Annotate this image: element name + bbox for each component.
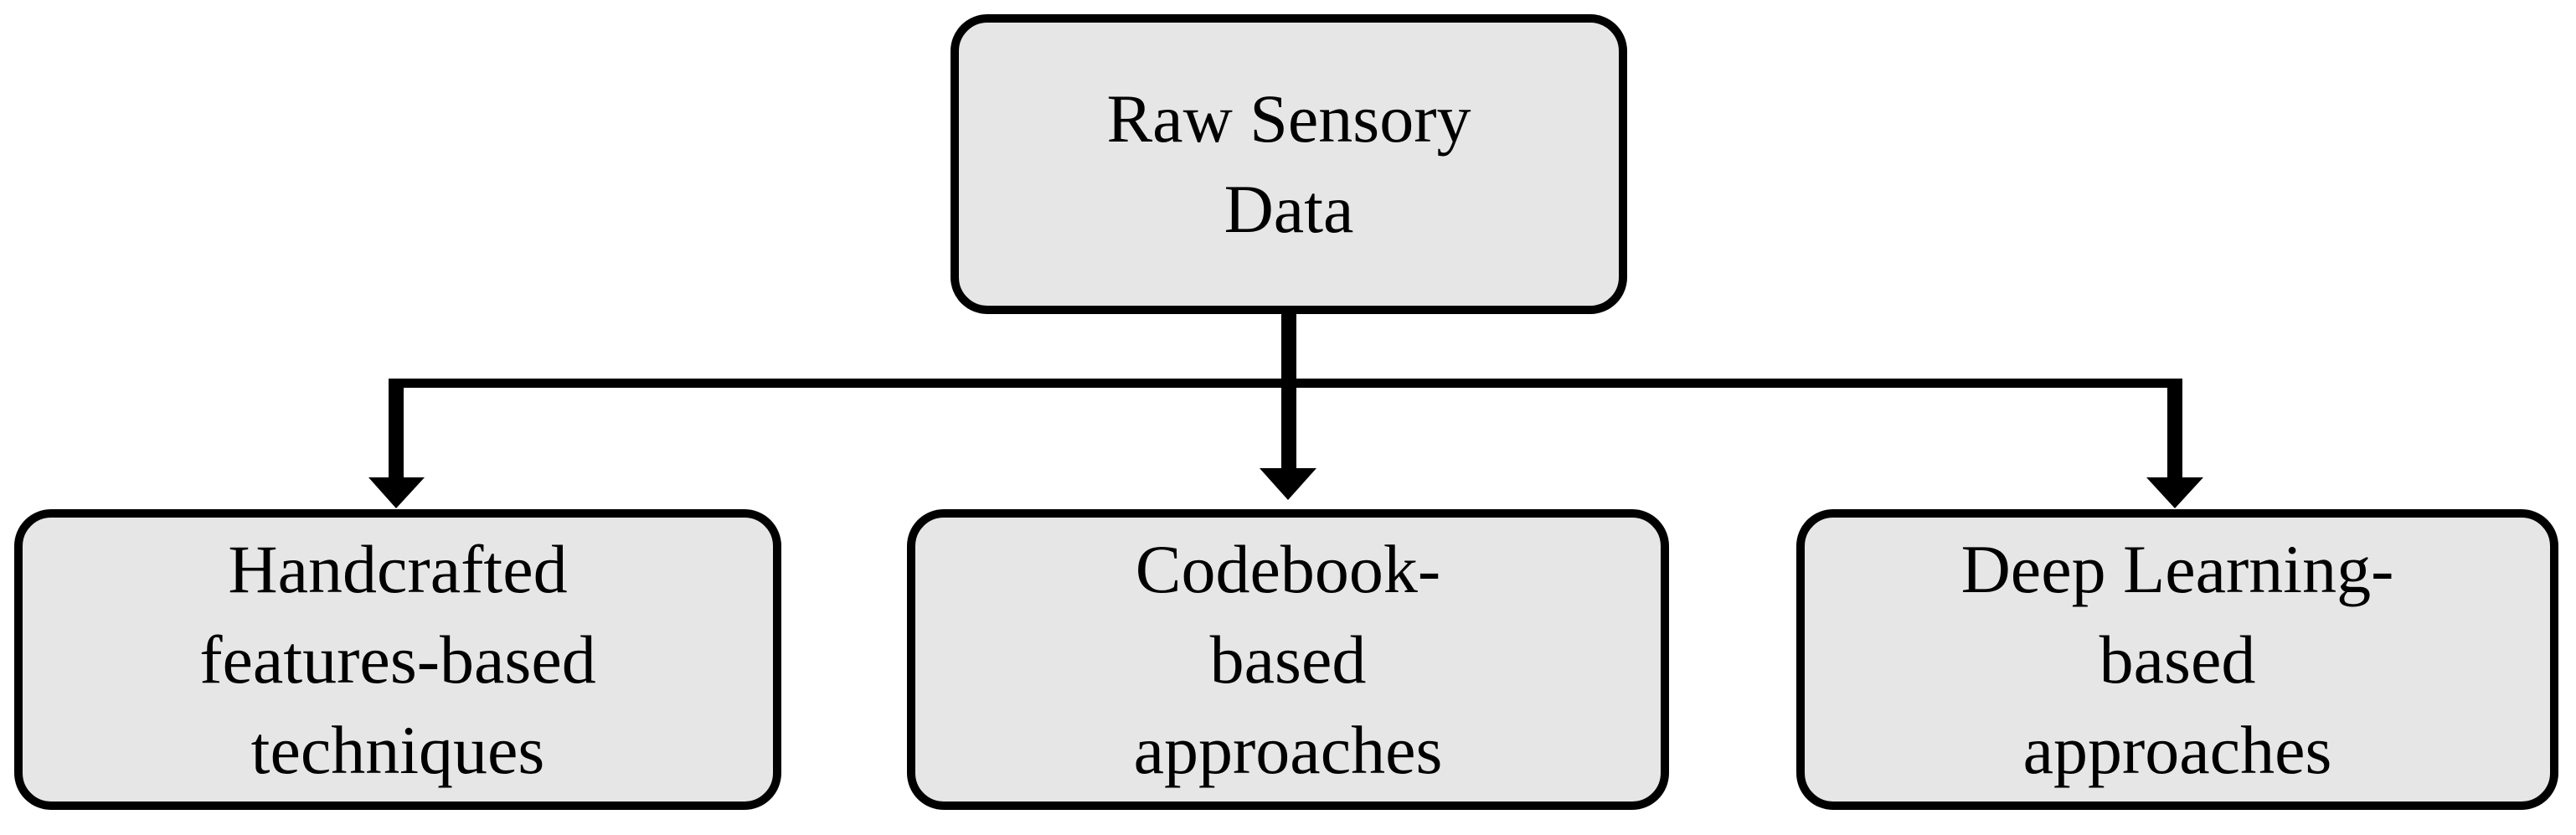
root-trunk-line xyxy=(1281,314,1296,383)
node-raw-sensory-data[interactable]: Raw Sensory Data xyxy=(951,14,1627,314)
node-label-deep-learning-based-approaches: Deep Learning- based approaches xyxy=(1960,530,2394,788)
node-codebook-based-approaches[interactable]: Codebook- based approaches xyxy=(907,509,1669,810)
edge-to-codebook-stem xyxy=(1281,383,1296,472)
edge-to-handcrafted-stem xyxy=(389,379,404,481)
edge-to-handcrafted-arrowhead xyxy=(368,477,425,508)
edge-to-deeplearning-stem xyxy=(2167,379,2182,481)
node-handcrafted-features-based-techniques[interactable]: Handcrafted features-based techniques xyxy=(14,509,781,810)
node-label-handcrafted-features-based-techniques: Handcrafted features-based techniques xyxy=(199,530,596,788)
node-label-codebook-based-approaches: Codebook- based approaches xyxy=(1133,530,1443,788)
node-deep-learning-based-approaches[interactable]: Deep Learning- based approaches xyxy=(1796,509,2558,810)
edge-to-codebook-arrowhead xyxy=(1260,468,1316,500)
horizontal-bus-line xyxy=(389,379,2182,388)
node-label-raw-sensory-data: Raw Sensory Data xyxy=(1106,80,1471,247)
edge-to-deeplearning-arrowhead xyxy=(2146,477,2203,508)
